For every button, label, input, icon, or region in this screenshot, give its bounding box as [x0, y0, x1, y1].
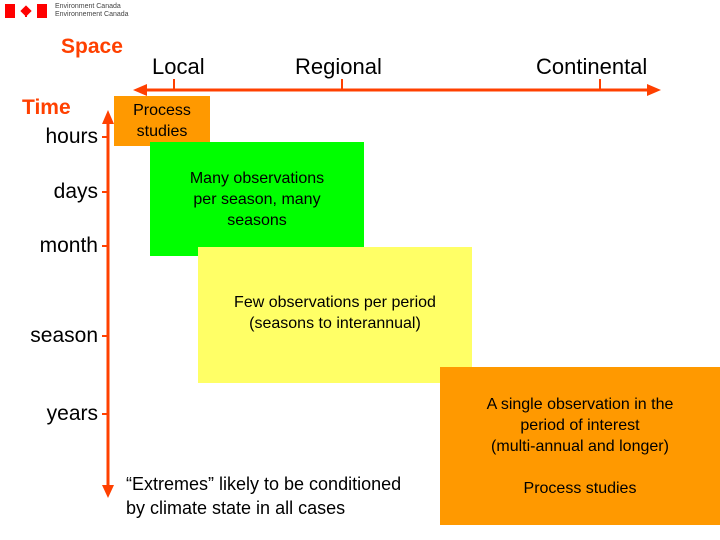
- canada-flag-icon: [5, 4, 47, 18]
- extremes-note: “Extremes” likely to be conditioned by c…: [126, 472, 401, 520]
- time-label-years: years: [46, 402, 98, 425]
- space-axis-title: Space: [61, 35, 123, 58]
- box-few-line-2: (seasons to interannual): [249, 315, 421, 332]
- box-few-line-1: Few observations per period: [234, 294, 436, 311]
- box-many-observations: Many observations per season, many seaso…: [150, 142, 364, 256]
- space-axis-right-arrowhead: [647, 84, 661, 96]
- time-label-hours: hours: [45, 125, 98, 148]
- box-single-line-5: Process studies: [523, 479, 637, 497]
- space-label-regional: Regional: [295, 54, 382, 79]
- box-process-studies: Process studies: [114, 96, 210, 146]
- time-axis-up-arrowhead: [102, 110, 114, 124]
- space-axis-left-arrowhead: [133, 84, 147, 96]
- box-many-line-2: per season, many: [193, 190, 321, 208]
- time-axis-down-arrowhead: [102, 485, 114, 498]
- box-single-line-1: A single observation in the: [486, 395, 674, 413]
- box-many-line-1: Many observations: [189, 169, 325, 187]
- box-process-line-2: studies: [136, 123, 188, 140]
- org-name-fr: Environnement Canada: [55, 11, 129, 18]
- extremes-note-line-2: by climate state in all cases: [126, 498, 346, 518]
- space-label-local: Local: [152, 54, 205, 79]
- extremes-note-line-1: “Extremes” likely to be conditioned: [126, 474, 402, 494]
- time-label-season: season: [30, 324, 98, 347]
- space-label-continental: Continental: [536, 54, 648, 79]
- box-single-observation: A single observation in the period of in…: [440, 367, 720, 525]
- box-many-line-3: seasons: [227, 211, 287, 229]
- time-label-days: days: [53, 180, 98, 203]
- box-single-line-3: (multi-annual and longer): [491, 437, 669, 455]
- box-process-line-1: Process: [133, 102, 191, 119]
- box-few-observations: Few observations per period (seasons to …: [198, 247, 472, 383]
- box-single-line-2: period of interest: [520, 416, 640, 434]
- time-axis-title: Time: [22, 96, 71, 119]
- org-name-en: Environment Canada: [55, 3, 121, 10]
- time-label-month: month: [39, 234, 98, 257]
